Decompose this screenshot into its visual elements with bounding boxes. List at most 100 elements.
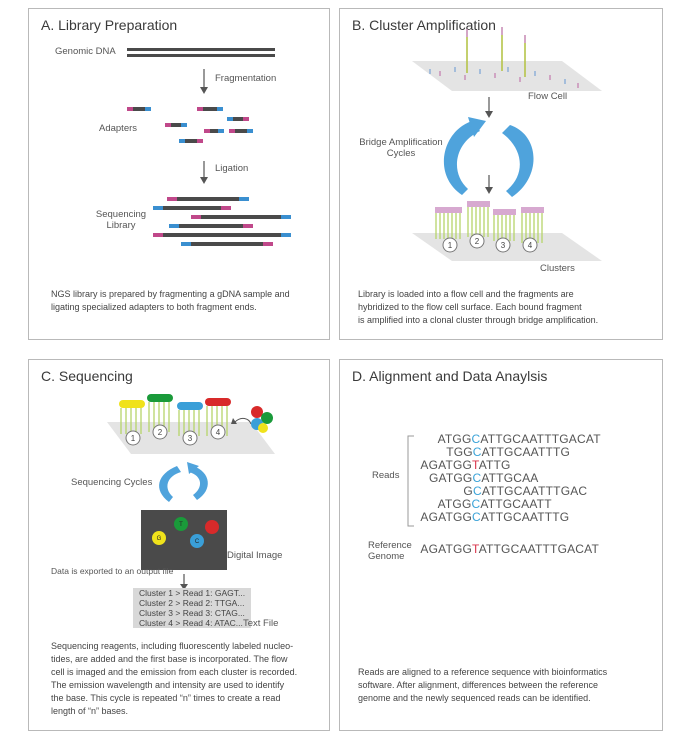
sequence-segment: ATTGCAATTTG [481, 445, 571, 459]
sequence-segment: AGATGG [420, 510, 473, 524]
panel-cluster-amplification: B. Cluster Amplification [339, 8, 663, 340]
cluster-number-1: 1 [131, 434, 136, 443]
reference-sequence-line: AGATGGTATTGCAATTTGACAT [420, 542, 599, 556]
sequence-segment: AGATGG [420, 542, 473, 556]
panel-title: A. Library Preparation [41, 17, 178, 33]
panel-description: Library is loaded into a flow cell and t… [358, 288, 598, 327]
cluster-number-badges [125, 424, 226, 446]
cluster-number-4: 4 [216, 428, 221, 437]
cluster-number-2: 2 [475, 237, 480, 246]
sequencing-library-label: Sequencing Library [91, 209, 151, 231]
adapter-fragments [127, 107, 253, 143]
reference-genome-label: Reference Genome [368, 540, 412, 562]
sequence-segment: TGG [446, 445, 473, 459]
read-sequence: AGATGGTATTG [420, 458, 510, 472]
alignment-bracket [407, 435, 414, 527]
bridge-label-line: Cycles [386, 148, 416, 159]
read-sequence: AGATGGCATTGCAATTTG [420, 510, 569, 524]
panel-title: D. Alignment and Data Anaylsis [352, 368, 548, 384]
export-label: Data is exported to an output file [51, 566, 174, 576]
variant-base: C [471, 497, 481, 511]
description-line: is amplified into a clonal cluster throu… [358, 315, 599, 325]
description-line: the base. This cycle is repeated “n” tim… [51, 693, 281, 703]
text-file-label: Text File [243, 618, 279, 629]
panel-sequencing: C. Sequencing 1 2 3 4 [28, 359, 330, 731]
panel-description: NGS library is prepared by fragmenting a… [51, 288, 290, 314]
description-line: software. After alignment, differences b… [358, 680, 598, 690]
nucleotide-legend [231, 406, 273, 433]
fragmentation-label: Fragmentation [215, 73, 277, 84]
description-line: Sequencing reagents, including fluoresce… [51, 641, 294, 651]
down-arrow-icon [200, 69, 208, 94]
cluster-number-1: 1 [448, 241, 453, 250]
down-arrow-icon [180, 574, 188, 590]
library-prep-diagram [127, 48, 291, 246]
description-line: hybridized to the flow cell surface. Eac… [358, 302, 582, 312]
reads-label: Reads [372, 470, 400, 481]
sequencing-cycles-label: Sequencing Cycles [71, 477, 153, 488]
sequence-segment: ATTGCAATTTGAC [481, 484, 588, 498]
read-sequence: ATGGCATTGCAATTTGACAT [438, 432, 601, 446]
sequence-segment: G [463, 484, 473, 498]
bound-fragments [466, 27, 526, 77]
panel-title: C. Sequencing [41, 368, 133, 384]
description-line: Library is loaded into a flow cell and t… [358, 289, 574, 299]
sequencing-library-label-line: Sequencing [95, 209, 147, 220]
sequencing-library-fragments [153, 197, 291, 246]
cluster-bundles [119, 394, 231, 436]
digital-image-label: Digital Image [227, 550, 283, 561]
variant-base: T [472, 458, 479, 472]
description-line: genome and the newly sequenced reads can… [358, 693, 591, 703]
text-file-line: Cluster 4 > Read 4: ATAC... [133, 618, 252, 628]
read-sequence: TGGCATTGCAATTTG [446, 445, 570, 459]
sequencing-library-label-line: Library [106, 220, 136, 231]
read-sequence: GCATTGCAATTTGAC [463, 484, 587, 498]
cycle-arrows-icon [443, 117, 534, 197]
cluster-number-2: 2 [158, 428, 163, 437]
genomic-dna-strand [127, 48, 275, 51]
reference-label-line: Genome [368, 551, 405, 562]
variant-base: C [472, 445, 482, 459]
panel-description: Reads are aligned to a reference sequenc… [358, 666, 607, 705]
description-line: The emission wavelength and intensity ar… [51, 680, 285, 690]
cluster-number-3: 3 [501, 241, 506, 250]
text-file-line: Cluster 1 > Read 1: GAGT... [133, 588, 252, 598]
sequence-segment: ATTGCAATTTG [480, 510, 570, 524]
description-line: NGS library is prepared by fragmenting a… [51, 289, 290, 299]
ligation-label: Ligation [215, 163, 249, 174]
sequence-segment: ATGG [437, 497, 472, 511]
down-arrow-icon [485, 97, 493, 118]
sequence-segment: ATTG [478, 458, 511, 472]
description-line: length of “n” bases. [51, 706, 129, 716]
sequence-segment: ATTGCAATT [480, 497, 552, 511]
sequence-segment: ATGG [437, 432, 472, 446]
sequence-segment: GATGG [429, 471, 473, 485]
down-arrow-icon [200, 161, 208, 184]
description-line: tides, are added and the first base is i… [51, 654, 288, 664]
down-arrow-icon [485, 175, 493, 194]
sequence-segment: ATTGCAA [481, 471, 539, 485]
sequence-segment: ATTGCAATTTGACAT [478, 542, 600, 556]
surface-oligos [429, 67, 579, 88]
reference-label-line: Reference [368, 540, 412, 551]
cluster-number-3: 3 [188, 434, 193, 443]
cluster-number-4: 4 [528, 241, 533, 250]
cluster-number-badges [442, 233, 538, 253]
text-file-line: Cluster 2 > Read 2: TTGA... [133, 598, 252, 608]
clusters-label: Clusters [540, 263, 575, 274]
base-label: G [157, 536, 162, 542]
variant-base: C [472, 471, 482, 485]
panel-title: B. Cluster Amplification [352, 17, 496, 33]
panel-library-preparation: A. Library Preparation [28, 8, 330, 340]
read-sequence: ATGGCATTGCAATT [438, 497, 552, 511]
base-label: C [195, 539, 200, 545]
sequencing-diagram: 1 2 3 4 G T C [107, 394, 275, 590]
panel-description: Sequencing reagents, including fluoresce… [51, 640, 297, 718]
cycle-arrows-icon [159, 462, 208, 502]
flow-cell-label: Flow Cell [528, 91, 568, 102]
base-label: T [179, 522, 183, 528]
cluster-bundles [435, 201, 544, 243]
description-line: Reads are aligned to a reference sequenc… [358, 667, 608, 677]
panel-alignment: D. Alignment and Data Anaylsis Reads Ref… [339, 359, 663, 731]
variant-base: C [472, 510, 481, 524]
